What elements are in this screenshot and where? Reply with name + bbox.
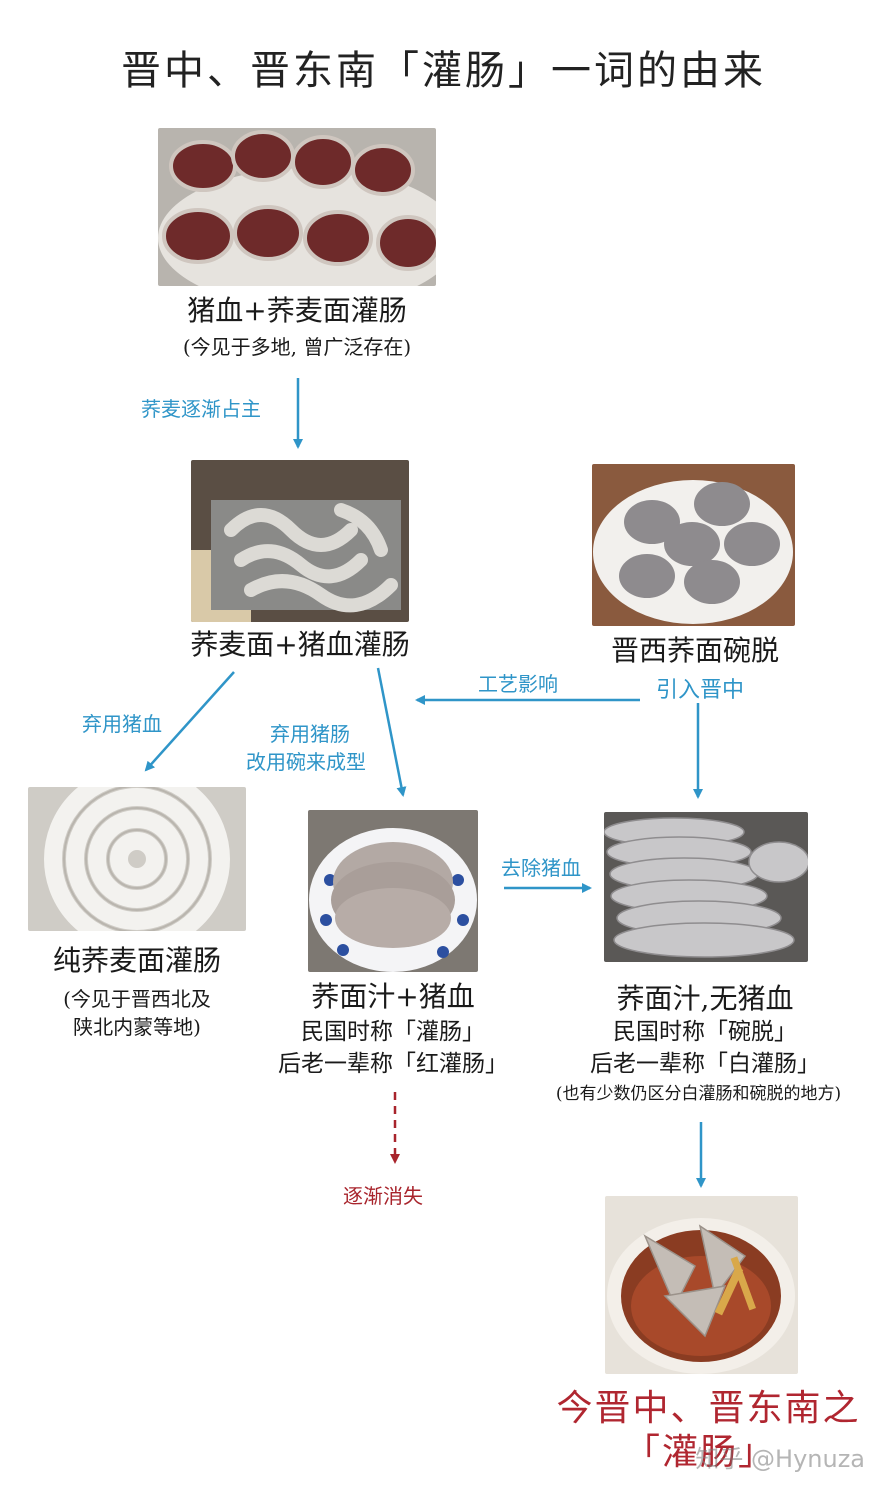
blood-sausage-image bbox=[158, 128, 436, 286]
photo-wantuo bbox=[592, 464, 795, 626]
juice-noblood-image bbox=[604, 812, 808, 962]
node-blood-sausage-note: (今见于多地, 曾广泛存在) bbox=[182, 335, 412, 359]
node-wantuo-name: 晋西荞面碗脱 bbox=[610, 634, 779, 667]
edge-label-drop-blood: 弃用猪血 bbox=[82, 712, 162, 736]
final-dish-image bbox=[605, 1196, 798, 1374]
node-juice-noblood-line1: 民国时称「碗脱」 bbox=[613, 1019, 797, 1045]
arrow-drop-blood bbox=[144, 671, 235, 772]
photo-final-dish bbox=[605, 1196, 798, 1374]
node-juice-noblood-line2: 后老一辈称「白灌肠」 bbox=[590, 1051, 820, 1077]
node-final-line1: 今晋中、晋东南之 bbox=[556, 1388, 861, 1429]
photo-buckwheat-blood-sausage bbox=[191, 460, 409, 622]
node-pure-note-line2: 陕北内蒙等地) bbox=[73, 1015, 201, 1039]
watermark: 知乎 @Hynuza bbox=[695, 1445, 865, 1473]
node-juice-noblood-note: (也有少数仍区分白灌肠和碗脱的地方) bbox=[555, 1084, 842, 1104]
node-blood-sausage-name: 猪血+荞麦面灌肠 bbox=[187, 294, 407, 327]
photo-juice-noblood bbox=[604, 812, 808, 962]
pure-buckwheat-image bbox=[28, 787, 246, 931]
buckwheat-sausage-image bbox=[191, 460, 409, 622]
node-juice-blood-line2: 后老一辈称「红灌肠」 bbox=[278, 1051, 508, 1077]
wantuo-image bbox=[592, 464, 795, 626]
photo-juice-blood bbox=[308, 810, 478, 972]
juice-blood-image bbox=[308, 810, 478, 972]
node-buckwheat-blood-name: 荞麦面+猪血灌肠 bbox=[190, 628, 410, 661]
page-title: 晋中、晋东南「灌肠」一词的由来 bbox=[121, 48, 766, 94]
node-juice-blood-line1: 民国时称「灌肠」 bbox=[301, 1019, 485, 1045]
node-pure-note-line1: (今见于晋西北及 bbox=[63, 987, 211, 1011]
edge-label-fade-away: 逐渐消失 bbox=[343, 1184, 423, 1208]
edge-label-introduced: 引入晋中 bbox=[656, 678, 745, 703]
edge-label-drop-casing-1: 弃用猪肠 bbox=[270, 722, 350, 746]
node-juice-noblood-name: 荞面汁,无猪血 bbox=[616, 982, 794, 1015]
edge-label-drop-casing-2: 改用碗来成型 bbox=[246, 750, 366, 774]
edge-label-craft-influence: 工艺影响 bbox=[478, 672, 558, 696]
node-final-line2: 「灌肠」 bbox=[623, 1432, 776, 1473]
edge-label-buckwheat-dominates: 荞麦逐渐占主 bbox=[141, 397, 261, 421]
edge-label-remove-blood: 去除猪血 bbox=[501, 856, 581, 880]
node-pure-name: 纯荞麦面灌肠 bbox=[52, 944, 221, 977]
photo-blood-sausage bbox=[158, 128, 436, 286]
arrow-drop-casing bbox=[376, 667, 407, 797]
node-juice-blood-name: 荞面汁+猪血 bbox=[311, 980, 475, 1013]
photo-pure-buckwheat bbox=[28, 787, 246, 931]
